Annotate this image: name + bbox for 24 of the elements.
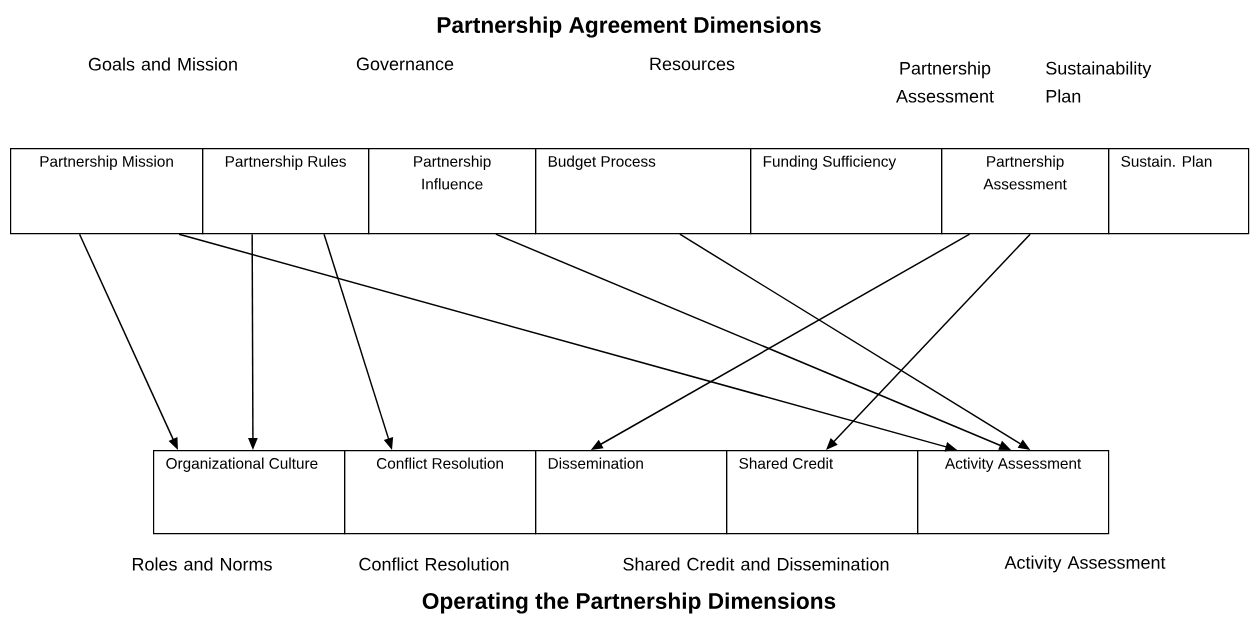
table-cell: Organizational Culture xyxy=(153,450,346,535)
group-label: Sustainability Plan xyxy=(1046,61,1152,103)
arrow xyxy=(826,233,1031,450)
group-label: Conflict Resolution xyxy=(359,557,509,571)
group-label: Partnership Assessment xyxy=(896,61,994,103)
table-cell: Sustain. Plan xyxy=(1108,148,1250,235)
group-label: Activity Assessment xyxy=(1004,555,1166,573)
title: Partnership Agreement Dimensions xyxy=(437,16,821,38)
table-cell: Budget Process xyxy=(535,148,752,235)
group-label: Shared Credit and Dissemination xyxy=(623,557,889,571)
group-label: Resources xyxy=(650,57,735,71)
group-label: Goals and Mission xyxy=(88,57,237,71)
table-cell: Activity Assessment xyxy=(917,450,1110,535)
table-cell: Funding Sufficiency xyxy=(750,148,943,235)
table-cell: Dissemination xyxy=(535,450,728,535)
group-label: Roles and Norms xyxy=(132,557,272,571)
table-cell: Partnership Mission xyxy=(10,148,204,235)
table-cell: Shared Credit xyxy=(726,450,919,535)
table-cell: Partnership Assessment xyxy=(941,148,1110,235)
table-cell: Partnership Influence xyxy=(368,148,537,235)
group-label: Governance xyxy=(356,57,454,71)
table-cell: Conflict Resolution xyxy=(344,450,537,535)
table-cell: Partnership Rules xyxy=(202,148,370,235)
caption: Operating the Partnership Dimensions xyxy=(422,592,836,614)
